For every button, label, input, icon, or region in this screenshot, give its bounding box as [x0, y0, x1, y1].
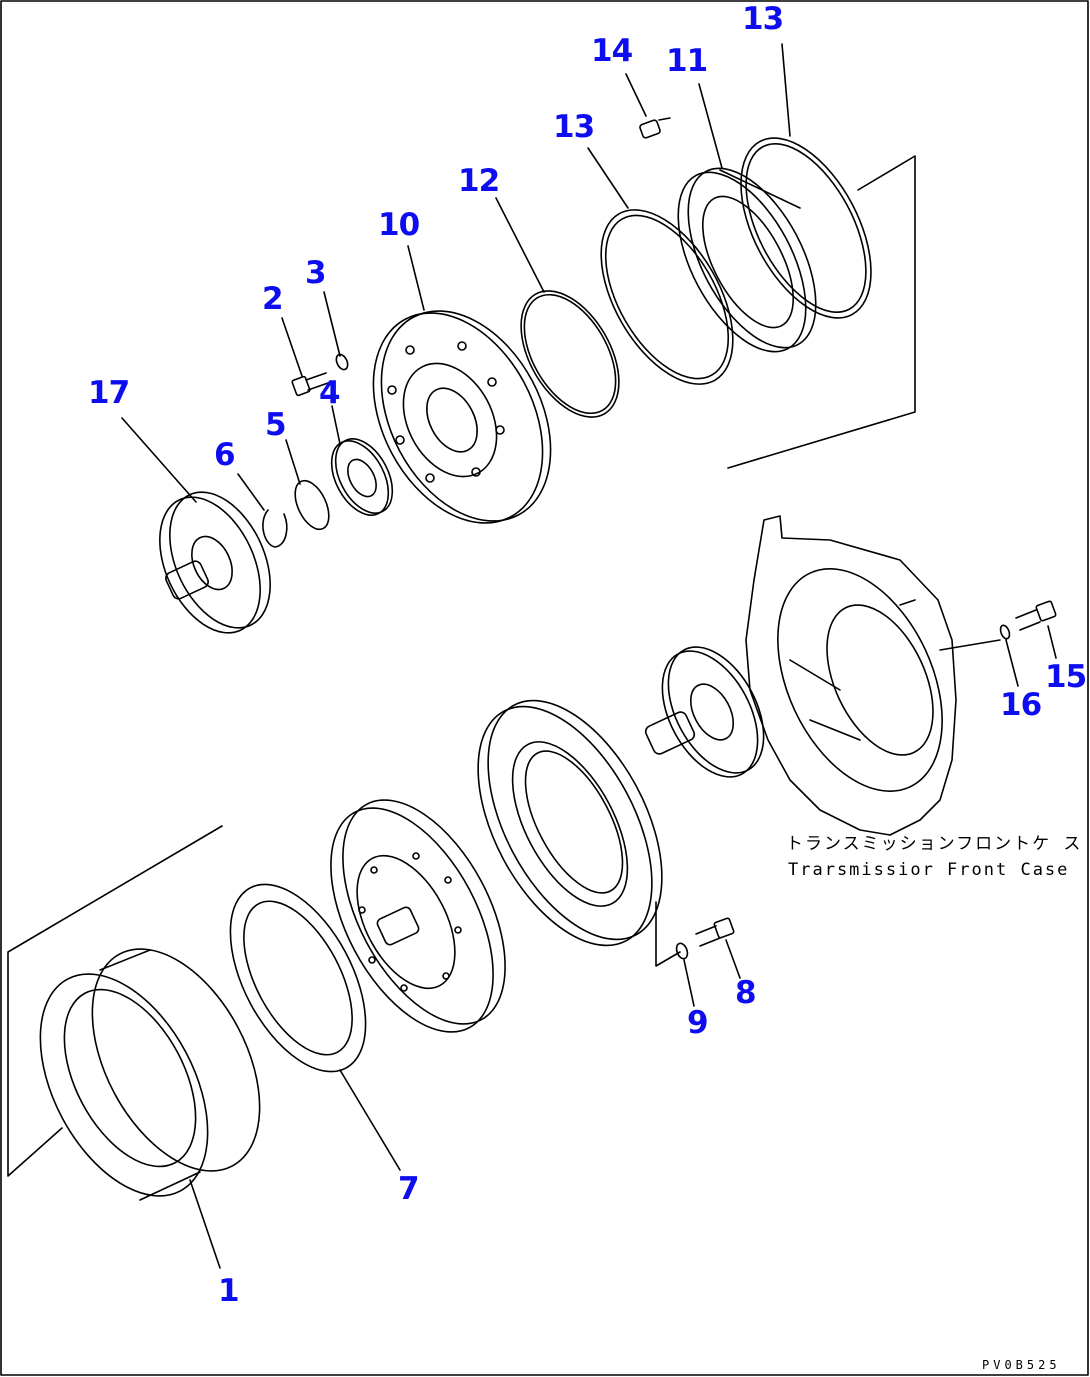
leader-15 [1047, 625, 1057, 659]
leader-11 [698, 83, 723, 169]
part-15-bolt [1015, 600, 1057, 631]
part-10-flange [372, 310, 552, 524]
part-11-retainer [677, 167, 817, 353]
part-2-bolt [291, 372, 329, 397]
callout-9[interactable]: 9 [687, 1005, 709, 1041]
leader-10 [407, 245, 425, 311]
callout-10[interactable]: 10 [378, 207, 420, 243]
part-14-plug [639, 117, 671, 139]
callout-17[interactable]: 17 [88, 375, 130, 411]
callout-15[interactable]: 15 [1045, 659, 1087, 695]
part-5-snap-ring [294, 479, 330, 531]
leader-13-top [781, 43, 791, 137]
leader-17 [121, 417, 197, 503]
part-9-washer [675, 942, 689, 960]
part-8-bolt [695, 917, 735, 947]
part-17-gear [159, 491, 271, 634]
callout-1[interactable]: 1 [218, 1273, 240, 1309]
transmission-front-case [745, 515, 1001, 836]
leader-12 [495, 197, 545, 293]
part-16-washer [999, 624, 1011, 640]
leader-6 [237, 473, 265, 511]
callout-3[interactable]: 3 [305, 255, 327, 291]
part-13-ring-mid [600, 209, 734, 385]
callout-16[interactable]: 16 [1000, 687, 1042, 723]
callout-4[interactable]: 4 [319, 375, 341, 411]
leader-13-mid [587, 147, 629, 209]
leader-16 [1005, 639, 1019, 687]
leader-9 [683, 959, 695, 1007]
callout-5[interactable]: 5 [265, 407, 287, 443]
part-3-washer [335, 353, 349, 371]
callout-13-top[interactable]: 13 [742, 1, 784, 37]
callout-7[interactable]: 7 [398, 1171, 420, 1207]
stator-hub-assembly [644, 646, 765, 778]
callout-13-mid[interactable]: 13 [553, 109, 595, 145]
callout-12[interactable]: 12 [458, 163, 500, 199]
part-4-bearing [330, 438, 394, 516]
part-6-snap-ring [262, 509, 288, 548]
leader-2 [281, 317, 303, 377]
case-label-english: Trarsmissior Front Case [788, 860, 1070, 880]
callout-6[interactable]: 6 [214, 437, 236, 473]
callout-11[interactable]: 11 [666, 43, 708, 79]
part-13-ring-top [740, 137, 872, 319]
drawing-id: PV0B525 [982, 1358, 1061, 1372]
part-7-plate [229, 883, 367, 1073]
leader-8 [725, 939, 741, 979]
part-1-drum [39, 948, 261, 1201]
leader-5 [285, 439, 301, 485]
callout-2[interactable]: 2 [262, 281, 284, 317]
leader-3 [323, 291, 341, 357]
part-12-ring [520, 290, 620, 418]
leader-4 [331, 405, 341, 445]
leader-1 [189, 1179, 221, 1269]
leader-7 [339, 1069, 401, 1171]
assembly-bracket-bolts [655, 901, 681, 967]
callout-8[interactable]: 8 [735, 975, 757, 1011]
callout-14[interactable]: 14 [591, 33, 633, 69]
assembly-bracket-lower [7, 825, 223, 1177]
assembly-bracket-upper [727, 155, 916, 469]
pump-impeller [330, 799, 506, 1033]
leader-14 [625, 73, 647, 117]
case-label-japanese: トランスミッションフロントケ ス [786, 834, 1083, 854]
turbine-disc [477, 699, 663, 947]
